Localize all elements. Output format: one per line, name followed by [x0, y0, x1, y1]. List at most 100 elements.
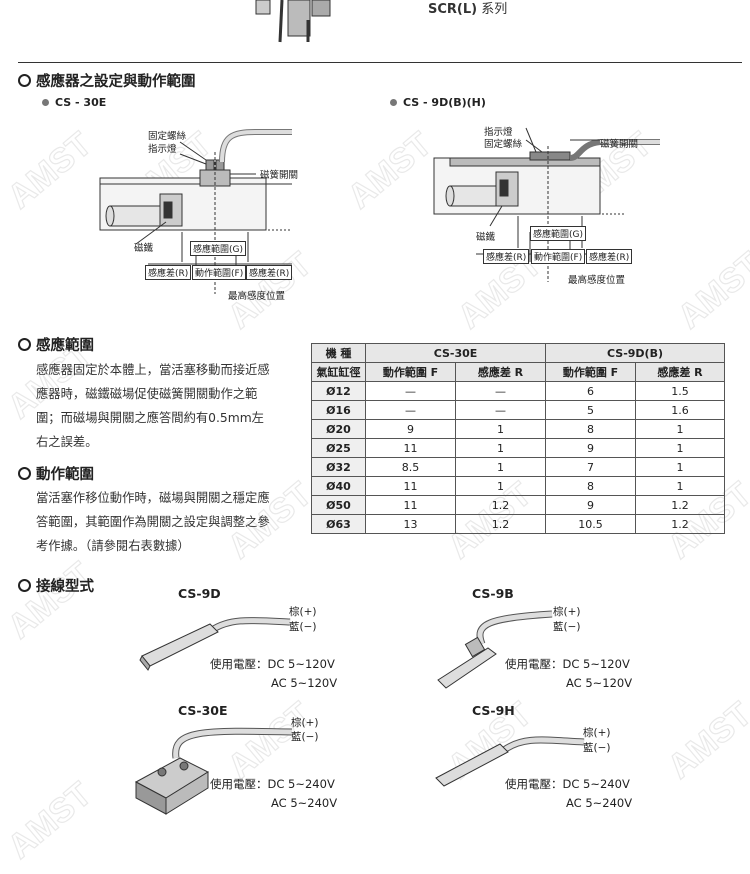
- right-mounting-diagram: [433, 127, 660, 282]
- section-bullet-icon: [18, 467, 31, 480]
- cs30e-f-cell: —: [365, 381, 456, 401]
- operating-range-text: 當活塞作移位動作時，磁場與開關之穩定應答範圍，其範圍作為開關之設定與調整之參考作…: [36, 491, 270, 553]
- left-hysteresis-left-label: 感應差(R): [145, 265, 192, 280]
- cs30e-r-cell: 1.2: [455, 495, 546, 515]
- cs9d-f-cell: 8: [545, 476, 636, 496]
- bore-cell: Ø12: [311, 381, 366, 401]
- cs9d-brown-wire-label: 棕(+): [289, 606, 317, 618]
- cs9d-f-cell: 8: [545, 419, 636, 439]
- switch-model-cs9d: CS-9D: [178, 586, 221, 601]
- cs9h-switch-icon: [435, 736, 585, 787]
- cs30e-f-cell: 11: [365, 495, 456, 515]
- cs9d-f-cell: 5: [545, 400, 636, 420]
- cs9d-ac: AC 5~120V: [271, 676, 338, 690]
- section-bullet-icon: [18, 74, 31, 87]
- cs9b-brown-wire-label: 棕(+): [553, 606, 581, 618]
- right-hysteresis-right-label: 感應差(R): [586, 249, 633, 264]
- cs30e-brown-wire-label: 棕(+): [291, 717, 319, 729]
- left-indicator-label: 指示燈: [148, 144, 177, 155]
- bore-cell: Ø63: [311, 514, 366, 534]
- cs30e-f-cell: 9: [365, 419, 456, 439]
- header-model: 機 種: [311, 343, 366, 363]
- left-operating-range-label: 動作範圍(F): [192, 265, 247, 280]
- header-group-a: CS-30E: [365, 343, 546, 363]
- cs9d-r-cell: 1: [635, 457, 725, 477]
- cs9d-dc: DC 5~120V: [267, 657, 335, 671]
- cs9b-dc: DC 5~120V: [562, 657, 630, 671]
- left-reed-switch-label: 磁簧開關: [260, 170, 299, 181]
- svg-text:AMST: AMST: [671, 245, 750, 336]
- table-subheader-row: 氣缸缸徑 動作範圍 F 感應差 R 動作範圍 F 感應差 R: [311, 362, 725, 382]
- cs30e-switch-icon: [134, 727, 293, 815]
- header-bore: 氣缸缸徑: [311, 362, 366, 382]
- header-a-r: 感應差 R: [455, 362, 546, 382]
- cs30e-f-cell: —: [365, 400, 456, 420]
- cs9b-switch-icon: [437, 610, 553, 689]
- cs9d-f-cell: 7: [545, 457, 636, 477]
- svg-text:AMST: AMST: [661, 695, 750, 786]
- cs9d-f-cell: 9: [545, 438, 636, 458]
- switch-model-cs9b: CS-9B: [472, 586, 514, 601]
- previous-figure-fragment: [255, 0, 331, 43]
- cs9b-blue-wire-label: 藍(−): [553, 621, 581, 633]
- table-header-row: 機 種 CS-30E CS-9D(B): [311, 343, 725, 363]
- cs30e-blue-wire-label: 藍(−): [291, 731, 319, 743]
- switch-model-cs30e: CS-30E: [178, 703, 228, 718]
- section-operating-title: 動作範圍: [18, 463, 94, 484]
- switch-model-cs9h: CS-9H: [472, 703, 515, 718]
- cs30e-voltage: 使用電壓：DC 5~240V: [210, 777, 335, 791]
- cs9d-voltage: 使用電壓：DC 5~120V: [210, 657, 335, 671]
- right-operating-range-label: 動作範圍(F): [531, 249, 586, 264]
- right-fixing-screw-label: 固定螺絲: [484, 139, 523, 150]
- cs30e-ac: AC 5~240V: [271, 796, 338, 810]
- section-bullet-icon: [18, 579, 31, 592]
- right-reed-switch-label: 磁簧開關: [600, 139, 639, 150]
- left-magnet-label: 磁鐵: [134, 243, 154, 254]
- cs9d-r-cell: 1: [635, 476, 725, 496]
- bore-cell: Ø16: [311, 400, 366, 420]
- header-divider: [18, 62, 742, 63]
- cs9d-f-cell: 10.5: [545, 514, 636, 534]
- right-indicator-label: 指示燈: [484, 127, 513, 138]
- cs9b-ac: AC 5~120V: [566, 676, 633, 690]
- cs9d-r-cell: 1.2: [635, 495, 725, 515]
- section-bullet-icon: [18, 338, 31, 351]
- cs9d-r-cell: 1: [635, 438, 725, 458]
- bullet-dot-icon: [42, 99, 49, 106]
- cs9d-r-cell: 1: [635, 419, 725, 439]
- cs9d-blue-wire-label: 藍(−): [289, 621, 317, 633]
- cs9h-blue-wire-label: 藍(−): [583, 742, 611, 754]
- left-hysteresis-right-label: 感應差(R): [246, 265, 293, 280]
- cs30e-r-cell: 1.2: [455, 514, 546, 534]
- cs30e-r-cell: —: [455, 381, 546, 401]
- left-fixing-screw-label: 固定螺絲: [148, 131, 187, 142]
- cs30e-dc: DC 5~240V: [267, 777, 335, 791]
- cs9h-ac: AC 5~240V: [566, 796, 633, 810]
- left-sensing-range-label: 感應範圍(G): [190, 241, 246, 256]
- cs30e-f-cell: 11: [365, 476, 456, 496]
- header-b-r: 感應差 R: [635, 362, 725, 382]
- cs30e-f-cell: 13: [365, 514, 456, 534]
- cs9d-switch-icon: [139, 616, 291, 671]
- sensing-range-text: 感應器固定於本體上，當活塞移動而接近感應器時，磁鐵磁場促使磁簧開關動作之範圍；而…: [36, 363, 270, 449]
- cs9d-r-cell: 1.5: [635, 381, 725, 401]
- header-group-b: CS-9D(B): [545, 343, 725, 363]
- cs9b-voltage: 使用電壓：DC 5~120V: [505, 657, 630, 671]
- bore-cell: Ø25: [311, 438, 366, 458]
- spec-table: 機 種 CS-30E CS-9D(B) 氣缸缸徑 動作範圍 F 感應差 R 動作…: [311, 343, 725, 534]
- svg-text:AMST: AMST: [1, 555, 99, 646]
- section-wiring-title: 接線型式: [18, 575, 94, 596]
- bore-cell: Ø50: [311, 495, 366, 515]
- svg-text:AMST: AMST: [1, 775, 99, 866]
- bullet-dot-icon: [390, 99, 397, 106]
- cs9d-f-cell: 9: [545, 495, 636, 515]
- series-model: SCR(L): [428, 2, 478, 17]
- bore-cell: Ø20: [311, 419, 366, 439]
- svg-text:AMST: AMST: [341, 125, 439, 216]
